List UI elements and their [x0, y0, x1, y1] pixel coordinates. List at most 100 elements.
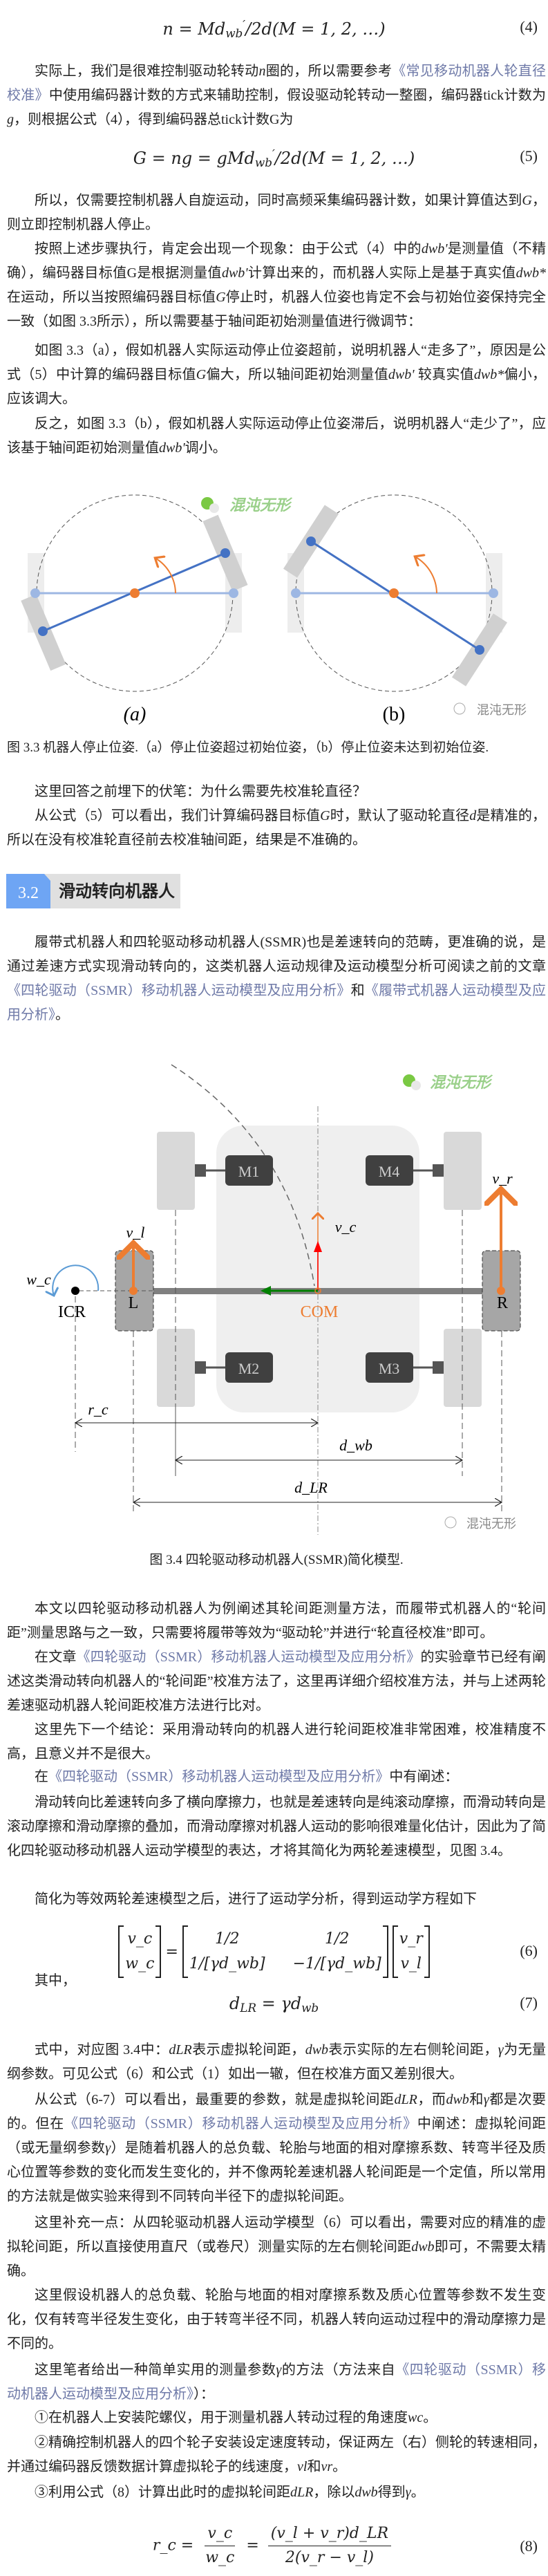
- label-a: (a): [124, 704, 147, 725]
- math-variable: g: [7, 112, 14, 127]
- math-variable: d: [291, 149, 302, 169]
- text-run: =: [173, 19, 198, 39]
- text-run: 即可，不需要太精确。: [7, 2239, 547, 2279]
- superscript: ′: [272, 147, 275, 161]
- subscript: wb: [254, 156, 272, 170]
- subscript: LR: [240, 2001, 256, 2015]
- math-variable: d: [244, 149, 255, 169]
- article-link[interactable]: 《四轮驱动（SSMR）移动机器人运动模型及应用分析》: [7, 2362, 547, 2402]
- section-title: 滑动转向机器人: [59, 881, 175, 901]
- paragraph: 所以，仅需要控制机器人自旋运动，同时高频采集编码器计数，如果计算值达到G，则立即…: [7, 189, 546, 237]
- text-run: 是测量值（不精确），编码器目标值G是根据测量值: [7, 241, 547, 281]
- text-run: 时，默认了驱动轮直径: [330, 808, 470, 823]
- eq8-lhs: r_c: [152, 2537, 176, 2555]
- panel-b: (b): [283, 494, 508, 725]
- paragraph: 实际上，我们是很难控制驱动轮转动n圈的，所以需要参考《常见移动机器人轮直径校准》…: [7, 59, 546, 132]
- equals-sign: =: [165, 1943, 178, 1961]
- paragraph: ②精确控制机器人的四个轮子安装设定速度转动，保证两左（右）侧轮的转速相同，并通过…: [7, 2431, 546, 2479]
- vr-label: v_r: [492, 1170, 513, 1187]
- motor-label: M2: [238, 1360, 260, 1377]
- math-variable: dwb': [221, 265, 248, 281]
- text-run: ，除以: [313, 2485, 355, 2500]
- text-run: 调小。: [185, 440, 227, 456]
- math-variable: G: [196, 367, 207, 382]
- math-variable: wc: [408, 2410, 424, 2425]
- text-run: 为无量纲参数。可见公式（6）和公式（1）如出一辙，但在校准方面又差别很大。: [7, 2042, 547, 2082]
- text-run: 和: [307, 2459, 321, 2474]
- paragraph: 在《四轮驱动（SSMR）移动机器人运动模型及应用分析》中有阐述：: [7, 1765, 546, 1789]
- motor-m3: M3: [366, 1352, 413, 1383]
- paragraph: 其中，: [7, 1969, 546, 1993]
- text-run: =: [146, 149, 171, 169]
- matrix-entry: v_l: [400, 1955, 422, 1972]
- math-variable: dwb: [355, 2485, 378, 2500]
- math-variable: dwb: [446, 2092, 469, 2107]
- math-variable: dwb': [159, 440, 185, 456]
- text-run: 实际上，我们是很难控制驱动轮转动: [35, 64, 259, 79]
- watermark-logo: 混沌无形: [403, 1074, 493, 1091]
- equation-4-expr: n = Mdwb′/2d(M = 1, 2, …): [162, 18, 385, 41]
- watermark-text: 混沌无形: [430, 1074, 493, 1091]
- subscript: wb: [301, 2001, 319, 2015]
- text-run: 在: [35, 1769, 48, 1784]
- math-variable: dLR: [290, 2485, 314, 2500]
- paragraph: ③利用公式（8）计算出此时的虚拟轮间距dLR，除以dwb得到γ。: [7, 2481, 546, 2505]
- paragraph: 这里回答之前埋下的伏笔：为什么需要先校准轮直径？: [7, 780, 546, 804]
- math-variable: d: [229, 1994, 240, 2013]
- motor-m4: M4: [366, 1155, 413, 1186]
- rotation-arrow-icon: [156, 559, 176, 594]
- math-variable: γ: [405, 2485, 411, 2500]
- math-variable: dwb': [421, 241, 448, 256]
- equation-5: G = ng = gMdwb′/2d(M = 1, 2, …) (5): [0, 147, 548, 170]
- paragraph: ①在机器人上安装陀螺仪，用于测量机器人转动过程的角速度wc。: [7, 2406, 546, 2430]
- text-run: 的方法（方法来自: [281, 2362, 396, 2378]
- shafts: [195, 1164, 444, 1374]
- text-run: 偏大，所以轴间距初始测量值: [206, 367, 388, 382]
- equation-4: n = Mdwb′/2d(M = 1, 2, …) (4): [0, 18, 548, 41]
- math-variable: dwb*: [473, 367, 504, 382]
- article-link[interactable]: 《常见移动机器人轮直径校准》: [7, 64, 547, 103]
- math-variable: G: [216, 290, 226, 305]
- equals-sign: =: [180, 2537, 194, 2555]
- left-wheel-label: L: [129, 1294, 139, 1312]
- article-link[interactable]: 《四轮驱动（SSMR）移动机器人运动模型及应用分析》: [48, 1769, 390, 1784]
- paragraph: 这里先下一个结论：采用滑动转向的机器人进行轮间距校准非常困难，校准精度不高，且意…: [7, 1718, 546, 1766]
- math-variable: G: [320, 808, 330, 823]
- text-run: ，则根据公式（4），得到编码器总tick计数G为: [14, 112, 294, 127]
- text-run: (: [272, 19, 279, 39]
- paragraph: 按照上述步骤执行，肯定会出现一个现象：由于公式（4）中的dwb'是测量值（不精确…: [7, 237, 546, 334]
- matrix-entry: w_c: [125, 1955, 155, 1972]
- article-link[interactable]: 《四轮驱动（SSMR）移动机器人运动模型及应用分析》: [76, 1650, 421, 1665]
- denominator: w_c: [205, 2549, 235, 2566]
- paragraph: 在文章《四轮驱动（SSMR）移动机器人运动模型及应用分析》的实验章节已经有阐述这…: [7, 1645, 546, 1718]
- text-run: 按照上述步骤执行，肯定会出现一个现象：由于公式（4）中的: [35, 241, 422, 256]
- text-run: 履带式机器人和四轮驱动移动机器人(SSMR)也是差速转向的范畴，更准确的说，是通…: [7, 935, 546, 974]
- text-run: 反之，如图 3.3（b），假如机器人实际运动停止位姿滞后，说明机器人“走少了”，…: [7, 416, 546, 456]
- paragraph: 履带式机器人和四轮驱动移动机器人(SSMR)也是差速转向的范畴，更准确的说，是通…: [7, 931, 546, 1027]
- text-run: 这里补充一点：从四轮驱动机器人运动学模型（6）可以看出，需要对应的精准的虚拟轮间…: [7, 2215, 546, 2255]
- article-link[interactable]: 《四轮驱动（SSMR）移动机器人运动模型及应用分析》: [64, 2116, 417, 2131]
- paragraph: 这里补充一点：从四轮驱动机器人运动学模型（6）可以看出，需要对应的精准的虚拟轮间…: [7, 2211, 546, 2284]
- angular-velocity-arrow-icon: [53, 1264, 100, 1296]
- text-run: /2: [274, 149, 292, 169]
- text-run: 。: [332, 2459, 347, 2474]
- watermark-logo: 混沌无形: [201, 496, 293, 514]
- matrix-entry: 1/[γd_wb]: [189, 1955, 265, 1972]
- numerator: (v_l + v_r)d_LR: [267, 2522, 392, 2546]
- math-variable: γ: [498, 2042, 504, 2057]
- text-run: 式中，对应图 3.4中：: [35, 2042, 169, 2057]
- math-variable: d: [214, 19, 226, 39]
- article-link[interactable]: 《四轮驱动（SSMR）移动机器人运动模型及应用分析》: [7, 983, 351, 998]
- text-run: 滑动转向比差速转向多了横向摩擦力，也就是差速转向是纯滚动摩擦，而滑动转向是滚动摩…: [7, 1795, 546, 1858]
- equation-number: (8): [520, 2537, 538, 2555]
- text-run: 从公式（5）可以看出，我们计算编码器目标值: [35, 808, 321, 823]
- com-label: COM: [301, 1303, 339, 1321]
- section-heading: 3.2 滑动转向机器人: [6, 874, 180, 908]
- text-run: ）是随着机器人的总负载、轮胎与地面的相对摩擦系数、转弯半径及质心位置等参数的变化…: [7, 2140, 547, 2204]
- article-link[interactable]: 《履带式机器人运动模型及应用分析》: [7, 983, 547, 1023]
- text-run: = 1, 2, …): [325, 149, 415, 169]
- watermark-small: 混沌无形: [453, 702, 527, 717]
